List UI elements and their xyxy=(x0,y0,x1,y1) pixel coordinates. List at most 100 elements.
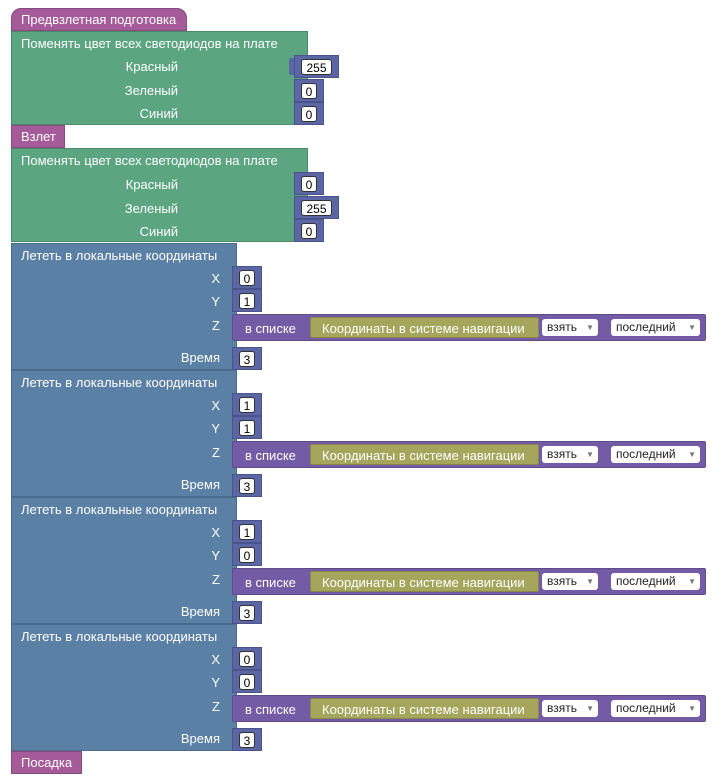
number-block[interactable]: 1 xyxy=(232,416,262,439)
operation-dropdown[interactable]: взять ▼ xyxy=(542,446,598,463)
y-value[interactable]: 0 xyxy=(239,547,255,563)
time-value[interactable]: 3 xyxy=(239,478,255,494)
x-label: X xyxy=(211,398,220,413)
x-value[interactable]: 1 xyxy=(239,524,255,540)
time-value[interactable]: 3 xyxy=(239,351,255,367)
number-block[interactable]: 3 xyxy=(232,347,262,370)
time-label: Время xyxy=(180,731,220,746)
operation-value: взять xyxy=(547,701,577,715)
landing-label: Посадка xyxy=(21,755,73,770)
number-block[interactable]: 3 xyxy=(232,474,262,497)
time-label: Время xyxy=(180,477,220,492)
fly-local-coordinates-block[interactable]: Лететь в локальные координаты X Y Z Врем… xyxy=(11,497,237,624)
takeoff-block[interactable]: Взлет xyxy=(11,125,65,148)
time-value[interactable]: 3 xyxy=(239,605,255,621)
x-label: X xyxy=(211,652,220,667)
nav-variable-label: Координаты в системе навигации xyxy=(322,575,525,590)
navigation-variable-block[interactable]: Координаты в системе навигации xyxy=(310,444,539,465)
z-label: Z xyxy=(212,572,220,587)
number-block[interactable]: 1 xyxy=(232,289,262,312)
number-block[interactable]: 0 xyxy=(294,219,324,242)
in-list-label: в списке xyxy=(245,448,296,463)
dropdown-arrow-icon: ▼ xyxy=(688,704,696,713)
fly-block-title: Лететь в локальные координаты xyxy=(21,629,218,644)
number-block[interactable]: 255 xyxy=(294,55,339,78)
fly-block-title: Лететь в локальные координаты xyxy=(21,502,218,517)
number-block[interactable]: 0 xyxy=(232,266,262,289)
operation-dropdown[interactable]: взять ▼ xyxy=(542,700,598,717)
red-label: Красный xyxy=(125,177,178,192)
x-value[interactable]: 0 xyxy=(239,270,255,286)
navigation-variable-block[interactable]: Координаты в системе навигации xyxy=(310,317,539,338)
navigation-variable-block[interactable]: Координаты в системе навигации xyxy=(310,571,539,592)
position-value: последний xyxy=(616,701,676,715)
nav-variable-label: Координаты в системе навигации xyxy=(322,321,525,336)
number-block[interactable]: 255 xyxy=(294,196,339,219)
in-list-label: в списке xyxy=(245,575,296,590)
dropdown-arrow-icon: ▼ xyxy=(586,450,594,459)
list-get-block[interactable]: в списке Координаты в системе навигации … xyxy=(232,568,706,595)
position-value: последний xyxy=(616,574,676,588)
preflight-event-block[interactable]: Предвзлетная подготовка xyxy=(11,8,187,31)
number-block[interactable]: 0 xyxy=(232,543,262,566)
dropdown-arrow-icon: ▼ xyxy=(688,450,696,459)
y-value[interactable]: 1 xyxy=(239,293,255,309)
number-block[interactable]: 1 xyxy=(232,393,262,416)
fly-local-coordinates-block[interactable]: Лететь в локальные координаты X Y Z Врем… xyxy=(11,370,237,497)
x-value[interactable]: 0 xyxy=(239,651,255,667)
y-label: Y xyxy=(211,294,220,309)
led-color-block[interactable]: Поменять цвет всех светодиодов на плате … xyxy=(11,148,308,242)
green-label: Зеленый xyxy=(124,201,178,216)
y-value[interactable]: 0 xyxy=(239,674,255,690)
y-value[interactable]: 1 xyxy=(239,420,255,436)
time-value[interactable]: 3 xyxy=(239,732,255,748)
navigation-variable-block[interactable]: Координаты в системе навигации xyxy=(310,698,539,719)
number-block[interactable]: 0 xyxy=(294,172,324,195)
dropdown-arrow-icon: ▼ xyxy=(586,577,594,586)
x-value[interactable]: 1 xyxy=(239,397,255,413)
takeoff-label: Взлет xyxy=(21,129,56,144)
number-block[interactable]: 1 xyxy=(232,520,262,543)
list-get-block[interactable]: в списке Координаты в системе навигации … xyxy=(232,441,706,468)
red-label: Красный xyxy=(125,59,178,74)
led-block-title: Поменять цвет всех светодиодов на плате xyxy=(21,36,278,51)
number-block[interactable]: 0 xyxy=(294,102,324,125)
green-value[interactable]: 0 xyxy=(301,83,317,99)
list-get-block[interactable]: в списке Координаты в системе навигации … xyxy=(232,695,706,722)
operation-value: взять xyxy=(547,574,577,588)
position-dropdown[interactable]: последний▼ xyxy=(611,573,700,590)
number-block[interactable]: 0 xyxy=(294,79,324,102)
in-list-label: в списке xyxy=(245,321,296,336)
dropdown-arrow-icon: ▼ xyxy=(586,704,594,713)
position-dropdown[interactable]: последний▼ xyxy=(611,319,700,336)
red-value[interactable]: 255 xyxy=(301,59,332,75)
operation-value: взять xyxy=(547,320,577,334)
number-block[interactable]: 3 xyxy=(232,601,262,624)
landing-block[interactable]: Посадка xyxy=(11,751,82,774)
nav-variable-label: Координаты в системе навигации xyxy=(322,702,525,717)
red-value[interactable]: 0 xyxy=(301,176,317,192)
dropdown-arrow-icon: ▼ xyxy=(688,323,696,332)
fly-local-coordinates-block[interactable]: Лететь в локальные координаты X Y Z Врем… xyxy=(11,243,237,370)
number-block[interactable]: 3 xyxy=(232,728,262,751)
green-value[interactable]: 255 xyxy=(301,200,332,216)
operation-dropdown[interactable]: взять▼ xyxy=(542,319,598,336)
time-label: Время xyxy=(180,604,220,619)
blue-value[interactable]: 0 xyxy=(301,223,317,239)
operation-dropdown[interactable]: взять ▼ xyxy=(542,573,598,590)
y-label: Y xyxy=(211,675,220,690)
operation-value: взять xyxy=(547,447,577,461)
led-color-block[interactable]: Поменять цвет всех светодиодов на плате … xyxy=(11,31,308,125)
list-get-block[interactable]: в списке Координаты в системе навигации … xyxy=(232,314,706,341)
number-block[interactable]: 0 xyxy=(232,647,262,670)
nav-variable-label: Координаты в системе навигации xyxy=(322,448,525,463)
fly-block-title: Лететь в локальные координаты xyxy=(21,375,218,390)
x-label: X xyxy=(211,271,220,286)
fly-local-coordinates-block[interactable]: Лететь в локальные координаты X Y Z Врем… xyxy=(11,624,237,751)
number-block[interactable]: 0 xyxy=(232,670,262,693)
z-label: Z xyxy=(212,699,220,714)
position-dropdown[interactable]: последний ▼ xyxy=(611,700,700,717)
position-dropdown[interactable]: последний▼ xyxy=(611,446,700,463)
blue-value[interactable]: 0 xyxy=(301,106,317,122)
time-label: Время xyxy=(180,350,220,365)
